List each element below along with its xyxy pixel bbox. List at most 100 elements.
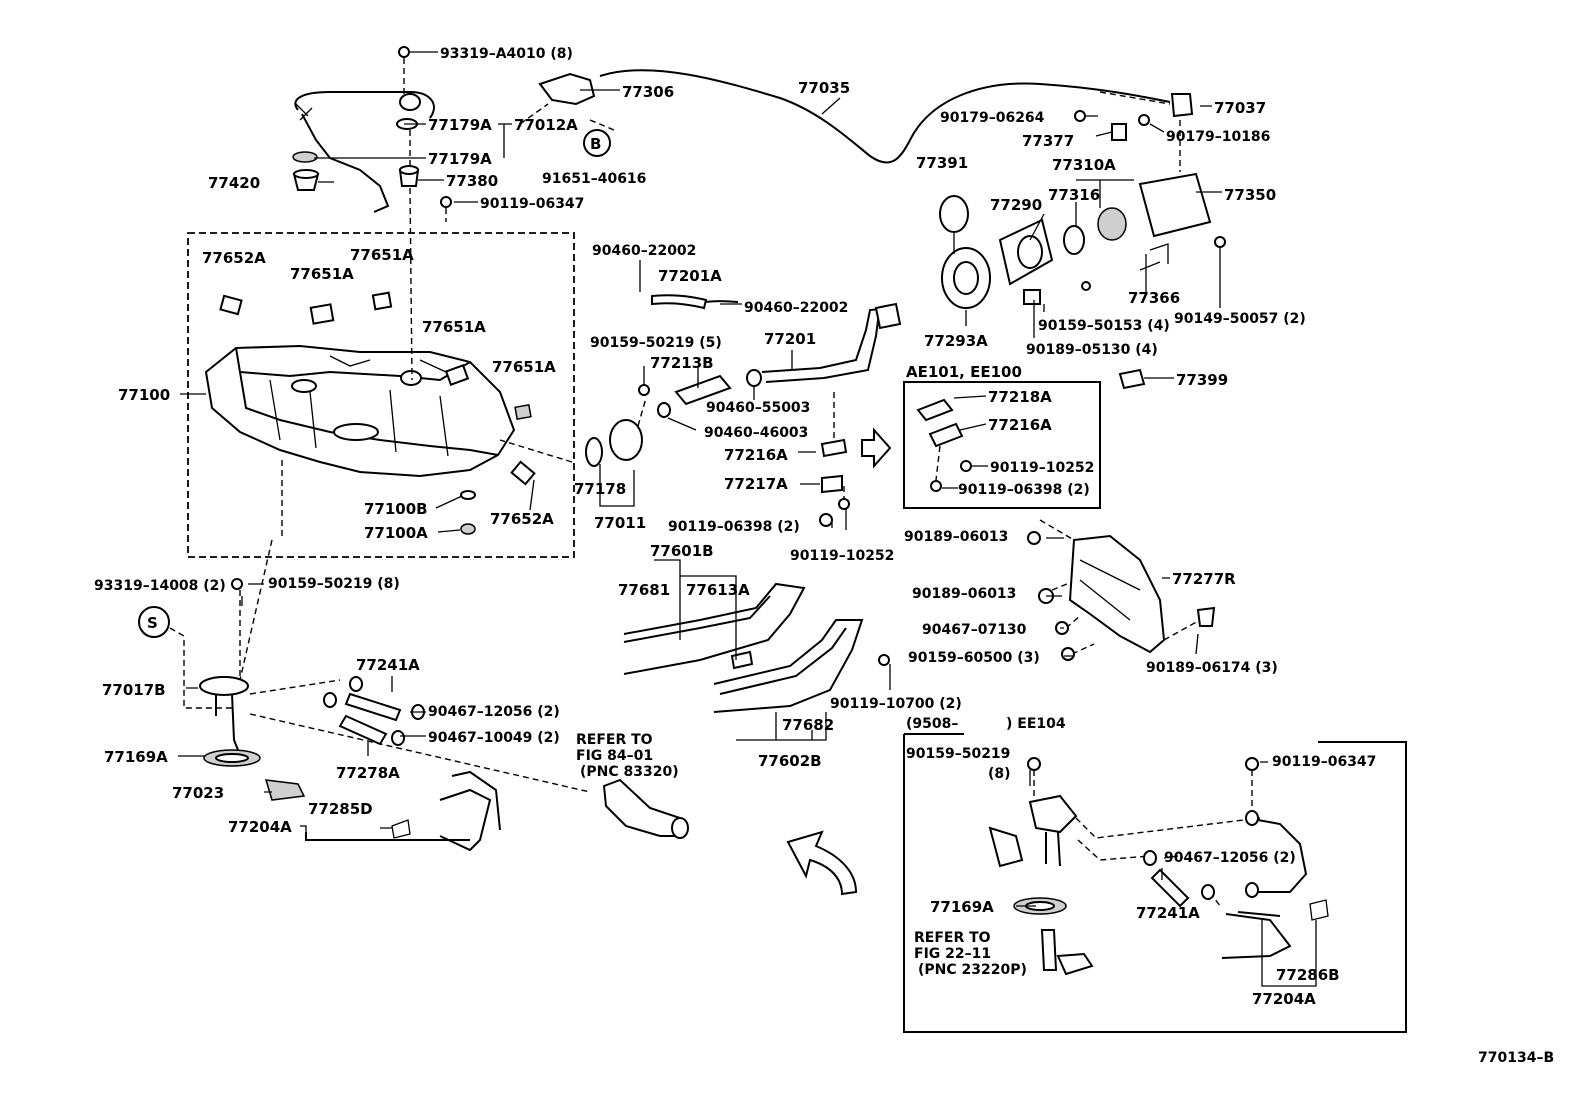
label-77651A-2: 77651A	[350, 246, 414, 264]
label-77100A: 77100A	[364, 524, 428, 542]
label-77277R: 77277R	[1172, 570, 1236, 588]
label-93319-14008: 93319–14008 (2)	[94, 578, 226, 594]
label-77293A: 77293A	[924, 332, 988, 350]
label-77651A-3: 77651A	[422, 318, 486, 336]
strap-77602B	[713, 619, 864, 713]
fuel-tank-group-box	[187, 232, 575, 558]
label-90119-10252-2: 90119–10252	[790, 548, 894, 564]
strap-77601B	[623, 582, 806, 675]
label-77377: 77377	[1022, 132, 1074, 150]
label-77306: 77306	[622, 83, 674, 101]
label-77652A-1: 77652A	[202, 249, 266, 267]
label-77316: 77316	[1048, 186, 1100, 204]
label-77290: 77290	[990, 196, 1042, 214]
label-77391: 77391	[916, 154, 968, 172]
label-90159-60500: 90159–60500 (3)	[908, 650, 1040, 666]
label-91651-40616: 91651–40616	[542, 171, 646, 187]
label-77201A: 77201A	[658, 267, 722, 285]
label-77213B: 77213B	[650, 354, 714, 372]
pad-77652A-b	[510, 460, 536, 486]
label-90119-06347-b: 90119–06347	[1272, 754, 1376, 770]
hose-77201A	[705, 300, 739, 303]
label-90179-06264: 90179–06264	[940, 110, 1045, 126]
label-77037: 77037	[1214, 99, 1266, 117]
pad-77651A-b	[371, 291, 393, 311]
label-77035: 77035	[798, 79, 850, 97]
vent-tube-lower	[301, 113, 390, 213]
label-90119-06398-2: 90119–06398 (2)	[668, 519, 800, 535]
label-77350: 77350	[1224, 186, 1276, 204]
label-77216A-1: 77216A	[988, 416, 1052, 434]
label-pnc-23220p: (PNC 23220P)	[918, 962, 1027, 978]
label-77241A-2: 77241A	[1136, 904, 1200, 922]
lock-77037	[1170, 93, 1194, 118]
label-77399: 77399	[1176, 371, 1228, 389]
label-90119-10252-1: 90119–10252	[990, 460, 1094, 476]
label-77601B: 77601B	[650, 542, 714, 560]
right-arrow-icon	[861, 427, 892, 469]
label-77613A: 77613A	[686, 581, 750, 599]
label-77366: 77366	[1128, 289, 1180, 307]
label-77179A-2: 77179A	[428, 150, 492, 168]
label-93319-A4010: 93319–A4010 (8)	[440, 46, 573, 62]
callout-s: S	[147, 614, 158, 632]
label-refer-to-1: REFER TO	[576, 732, 653, 748]
pad-77651A	[309, 303, 335, 325]
label-77682: 77682	[782, 716, 834, 734]
bracket-77306	[538, 72, 596, 106]
label-90119-06347: 90119–06347	[480, 196, 584, 212]
cable-77035	[599, 69, 1171, 164]
label-90119-06398-1: 90119–06398 (2)	[958, 482, 1090, 498]
label-77179A-1: 77179A	[428, 116, 492, 134]
flange-77011	[609, 419, 643, 461]
clip-77377	[1111, 123, 1127, 141]
label-90189-06013-2: 90189–06013	[912, 586, 1016, 602]
label-77310A: 77310A	[1052, 156, 1116, 174]
label-90119-10700: 90119–10700 (2)	[830, 696, 962, 712]
label-77201: 77201	[764, 330, 816, 348]
callout-circle-b	[583, 129, 611, 157]
vent-tube	[294, 91, 435, 119]
label-77652A-2: 77652A	[490, 510, 554, 528]
label-90467-12056-2: 90467–12056 (2)	[1164, 850, 1296, 866]
cap-77310A	[1097, 207, 1127, 241]
label-77023: 77023	[172, 784, 224, 802]
ring-77179A-b	[292, 151, 318, 163]
label-77651A-1: 77651A	[290, 265, 354, 283]
label-77380: 77380	[446, 172, 498, 190]
label-77241A-1: 77241A	[356, 656, 420, 674]
label-90189-06013-1: 90189–06013	[904, 529, 1008, 545]
label-77012A: 77012A	[514, 116, 578, 134]
curved-arrow-icon	[786, 830, 858, 896]
label-77285D: 77285D	[308, 800, 373, 818]
hose-77241A	[344, 692, 402, 722]
label-90467-07130: 90467–07130	[922, 622, 1027, 638]
label-refer-to-2: REFER TO	[914, 930, 991, 946]
screw-90179-06264	[1074, 110, 1086, 122]
label-90149-50057: 90149–50057 (2)	[1174, 311, 1306, 327]
label-90467-12056-1: 90467–12056 (2)	[428, 704, 560, 720]
part-labels: 93319–A4010 (8) 77306 77035 77037 90179–…	[94, 46, 1554, 1066]
label-90159-50219-8: 90159–50219 (8)	[268, 576, 400, 592]
label-90159-50219-b: 90159–50219	[906, 746, 1010, 762]
heat-shield-77277R	[1068, 534, 1166, 654]
label-77420: 77420	[208, 174, 260, 192]
grommet-77012A	[399, 93, 421, 111]
bolt-90119	[440, 196, 452, 208]
pad-77651A-c	[444, 364, 470, 386]
pad-77651A-d	[514, 404, 532, 420]
label-77681: 77681	[618, 581, 670, 599]
diagram-code: 770134–B	[1478, 1050, 1554, 1066]
bolt-90149	[1214, 236, 1226, 248]
label-90467-10049: 90467–10049 (2)	[428, 730, 560, 746]
screw-90179-10186	[1138, 114, 1150, 126]
callout-b: B	[590, 135, 601, 153]
hose-77278A	[338, 714, 388, 746]
pad-77652A	[219, 294, 243, 316]
label-77017B: 77017B	[102, 681, 166, 699]
label-77278A: 77278A	[336, 764, 400, 782]
label-90159-50153: 90159–50153 (4)	[1038, 318, 1170, 334]
label-77169A-1: 77169A	[104, 748, 168, 766]
label-77169A-2: 77169A	[930, 898, 994, 916]
